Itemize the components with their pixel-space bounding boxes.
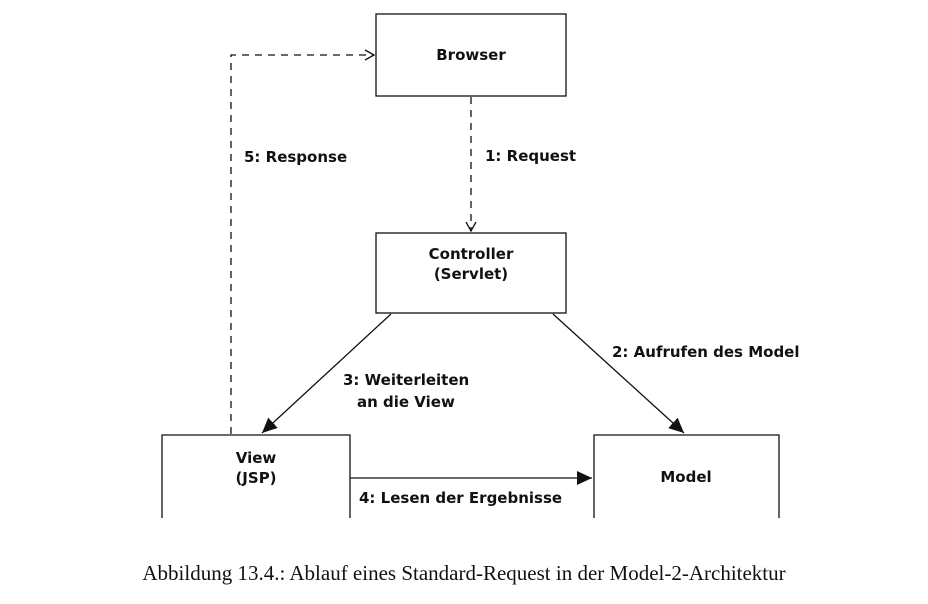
browser-node: Browser: [375, 13, 567, 97]
browser-label: Browser: [436, 46, 506, 64]
figure-caption: Abbildung 13.4.: Ablauf eines Standard-R…: [142, 561, 786, 585]
model-label: Model: [660, 468, 711, 486]
model-node: Model: [593, 434, 780, 518]
call-model-label: 2: Aufrufen des Model: [612, 343, 800, 361]
view-box: [161, 434, 351, 518]
controller-label: Controller: [429, 245, 514, 263]
call-model-arrow: [552, 313, 685, 434]
response-arrow: [230, 49, 376, 434]
model-box: [593, 434, 780, 518]
view-sublabel: (JSP): [235, 469, 276, 487]
forward-label: 3: Weiterleiten: [343, 371, 469, 389]
forward-label-line2: an die View: [357, 393, 455, 411]
view-label: View: [236, 449, 277, 467]
forward-arrow: [261, 313, 392, 434]
read-results-label: 4: Lesen der Ergebnisse: [359, 489, 562, 507]
browser-box: [375, 13, 567, 97]
request-label: 1: Request: [485, 147, 576, 165]
response-label: 5: Response: [244, 148, 347, 166]
controller-node: Controller (Servlet): [375, 232, 567, 314]
controller-box: [375, 232, 567, 314]
view-node: View (JSP): [161, 434, 351, 518]
controller-sublabel: (Servlet): [434, 265, 508, 283]
